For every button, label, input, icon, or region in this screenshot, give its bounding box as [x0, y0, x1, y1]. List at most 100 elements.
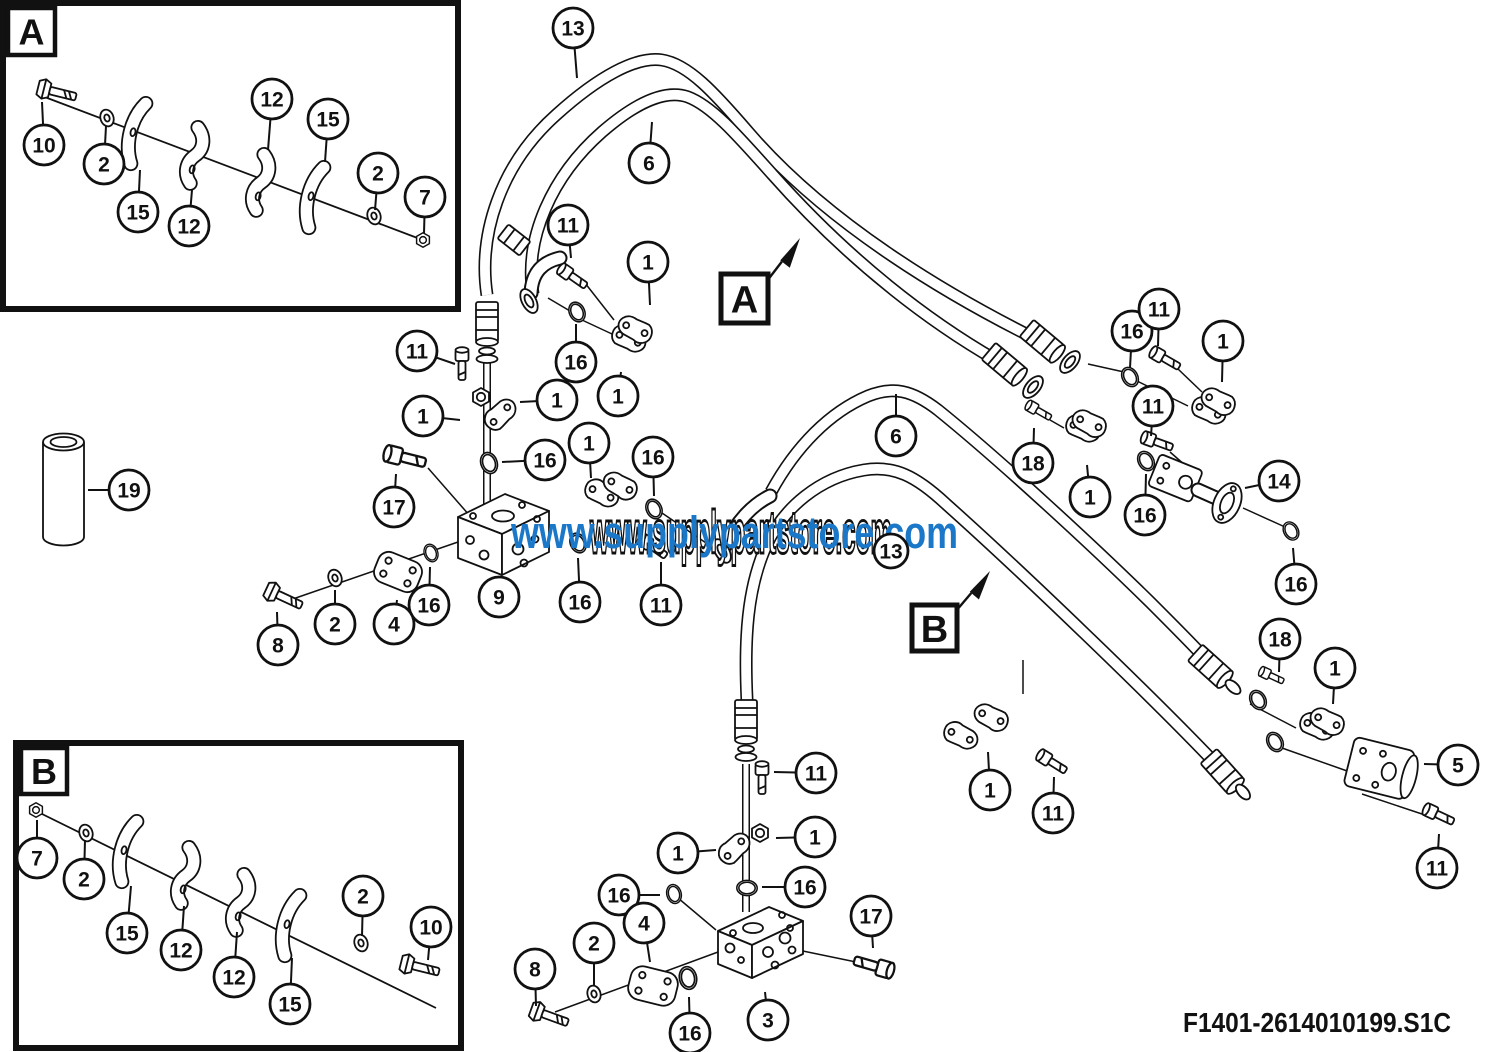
- callout-12: [159, 928, 203, 972]
- leader-line-11: [568, 244, 572, 259]
- detail-arrow-A: [780, 238, 800, 268]
- leader-line-11: [1150, 425, 1153, 437]
- leader-line-1: [987, 751, 990, 771]
- callout-1: [1068, 475, 1112, 519]
- callout-1: [567, 421, 611, 465]
- callout-9: [477, 575, 521, 619]
- callout-number-1: 1: [642, 252, 654, 275]
- leader-line-16: [1129, 350, 1132, 369]
- callout-11: [1137, 287, 1181, 331]
- inset-tab-A: [5, 5, 58, 58]
- leader-line-16: [577, 557, 581, 583]
- callout-number-11: 11: [1042, 803, 1065, 826]
- callout-5: [1436, 743, 1480, 787]
- callout-14: [1257, 459, 1301, 503]
- callout-11: [639, 583, 683, 627]
- drawing-number: F1401-2614010199.S1C: [1183, 1007, 1451, 1038]
- callout-1: [401, 394, 445, 438]
- callout-number-16: 16: [564, 352, 587, 375]
- callout-number-15: 15: [115, 923, 139, 946]
- callout-15: [105, 911, 149, 955]
- hose-13-lower: [739, 462, 1219, 767]
- callout-12: [212, 955, 256, 999]
- leader-line-16: [1292, 547, 1296, 565]
- callout-2: [341, 874, 385, 918]
- callout-12: [167, 204, 211, 248]
- callout-11: [395, 329, 439, 373]
- callout-11: [1415, 846, 1459, 890]
- callout-13: [551, 6, 595, 50]
- callout-number-1: 1: [1217, 331, 1229, 354]
- callout-2: [82, 142, 126, 186]
- detail-label-letter-B: B: [921, 609, 948, 651]
- hose-coupling-lower-right-6: [1186, 643, 1242, 695]
- callout-number-1: 1: [672, 843, 684, 866]
- callout-number-11: 11: [650, 595, 673, 618]
- inset-box-B: [13, 740, 464, 1051]
- leader-line-2: [374, 192, 378, 211]
- callout-number-8: 8: [272, 635, 284, 658]
- leader-line-13: [573, 47, 578, 79]
- callout-number-12: 12: [222, 967, 245, 990]
- callout-18: [1258, 617, 1302, 661]
- callout-16: [597, 873, 641, 917]
- leader-line-4: [646, 942, 651, 963]
- detail-label-letter-A: A: [731, 280, 758, 322]
- callout-16: [1274, 562, 1318, 606]
- inset-letter-B: B: [31, 751, 57, 792]
- rod-nut-lower: [751, 823, 769, 843]
- callout-number-11: 11: [406, 341, 429, 364]
- hose-elbow-upper-left: [496, 223, 568, 317]
- leader-line-1: [697, 849, 717, 853]
- hose-elbow-lower-left: [708, 488, 778, 567]
- callout-16: [523, 438, 567, 482]
- leader-line-1: [647, 281, 651, 306]
- callout-number-8: 8: [529, 959, 541, 982]
- leader-line-2: [104, 125, 107, 145]
- leader-line-17: [394, 473, 397, 488]
- inset-b-parts: [28, 802, 443, 1009]
- callout-11: [546, 203, 590, 247]
- callout-16: [1123, 493, 1167, 537]
- rod-nut-upper: [472, 387, 490, 407]
- callout-2: [572, 921, 616, 965]
- callout-2: [356, 151, 400, 195]
- callout-number-18: 18: [1021, 453, 1045, 476]
- callout-2: [313, 602, 357, 646]
- callout-16: [783, 865, 827, 909]
- hose-6-lower: [765, 384, 1207, 660]
- callout-number-4: 4: [388, 614, 400, 637]
- callout-6: [627, 141, 671, 185]
- detail-view-labels: AB: [718, 238, 990, 654]
- callout-15: [116, 190, 160, 234]
- watermark-outline-text: www.supplypartstore.com: [590, 499, 892, 566]
- callout-number-10: 10: [32, 135, 55, 158]
- leader-line-2: [361, 915, 364, 937]
- inset-letter-A: A: [19, 12, 45, 53]
- leader-line-15: [289, 957, 293, 985]
- callout-number-2: 2: [372, 163, 384, 186]
- callout-number-1: 1: [1084, 487, 1096, 510]
- leader-line-12: [181, 905, 185, 931]
- callout-15: [268, 982, 312, 1026]
- callout-number-16: 16: [641, 447, 664, 470]
- callout-16: [668, 1011, 712, 1052]
- callout-number-16: 16: [417, 595, 440, 618]
- inset-frames: AB: [0, 0, 464, 1051]
- callout-7: [15, 836, 59, 880]
- callout-number-14: 14: [1267, 471, 1291, 494]
- callout-number-13: 13: [879, 541, 902, 564]
- leader-line-16: [1144, 473, 1147, 496]
- callout-number-2: 2: [329, 614, 341, 637]
- leader-line-1: [1086, 464, 1090, 478]
- callout-number-15: 15: [278, 994, 302, 1017]
- leader-line-12: [267, 118, 272, 151]
- callout-number-1: 1: [612, 386, 624, 409]
- callout-16: [407, 583, 451, 627]
- callout-1: [656, 831, 700, 875]
- leader-line-11: [435, 356, 456, 365]
- leader-line-12: [189, 189, 193, 207]
- callout-4: [372, 602, 416, 646]
- callout-number-6: 6: [643, 153, 655, 176]
